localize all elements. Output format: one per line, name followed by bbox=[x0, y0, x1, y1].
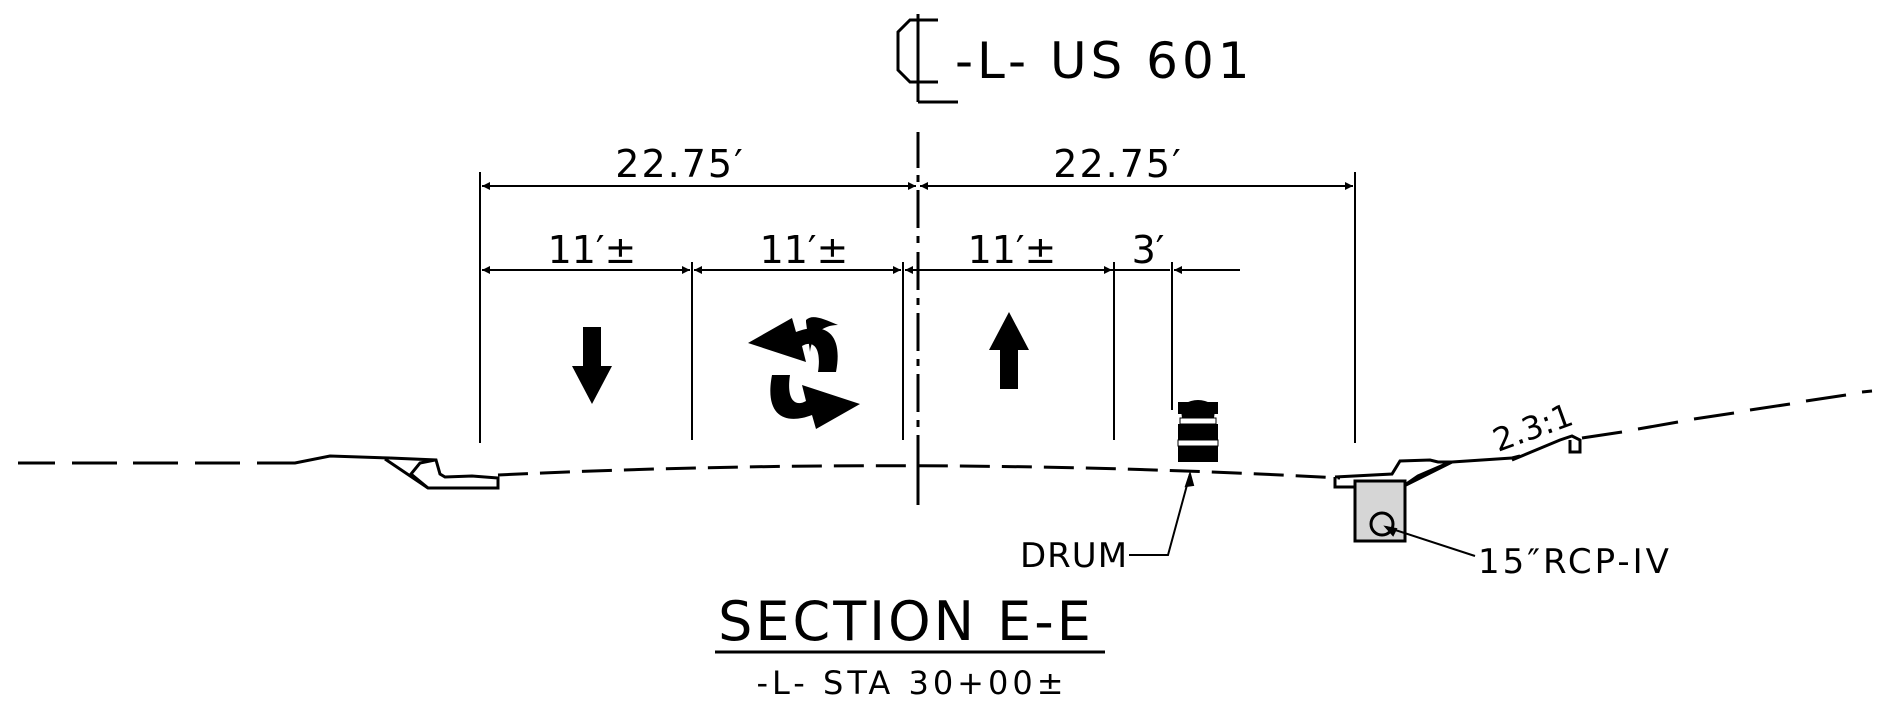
section-title: SECTION E-E bbox=[718, 590, 1094, 653]
pipe-structure bbox=[1353, 479, 1407, 543]
dimension-offset: 3′ bbox=[1132, 228, 1165, 272]
dimension-overall-left: 22.75′ bbox=[615, 142, 744, 186]
pipe-callout: 15″RCP-IV bbox=[1478, 542, 1672, 582]
arrow-up-icon bbox=[989, 312, 1029, 389]
dimension-lane-3: 11′± bbox=[968, 228, 1057, 272]
curb-gutter-left bbox=[384, 456, 500, 490]
arrow-down-icon bbox=[572, 327, 612, 404]
traffic-drum-icon bbox=[1177, 400, 1219, 462]
dimension-overall-right: 22.75′ bbox=[1053, 142, 1182, 186]
ditch-back-slope bbox=[1511, 434, 1582, 462]
extension-lines bbox=[479, 172, 1356, 443]
existing-ground-left bbox=[18, 454, 391, 465]
dimension-lane-2: 11′± bbox=[760, 228, 849, 272]
drum-leader-line bbox=[1129, 470, 1195, 556]
two-way-turn-arrows-icon bbox=[748, 317, 860, 429]
roadway-surface bbox=[497, 464, 1341, 480]
section-station: -L- STA 30+00± bbox=[756, 664, 1067, 702]
pipe-leader-line bbox=[1383, 525, 1476, 557]
existing-ground-right bbox=[1581, 389, 1873, 440]
centerline-label: -L- US 601 bbox=[955, 32, 1254, 90]
drum-callout: DRUM bbox=[1020, 536, 1128, 576]
centerline-symbol-icon bbox=[896, 14, 958, 104]
dimension-lane-1: 11′± bbox=[548, 228, 637, 272]
